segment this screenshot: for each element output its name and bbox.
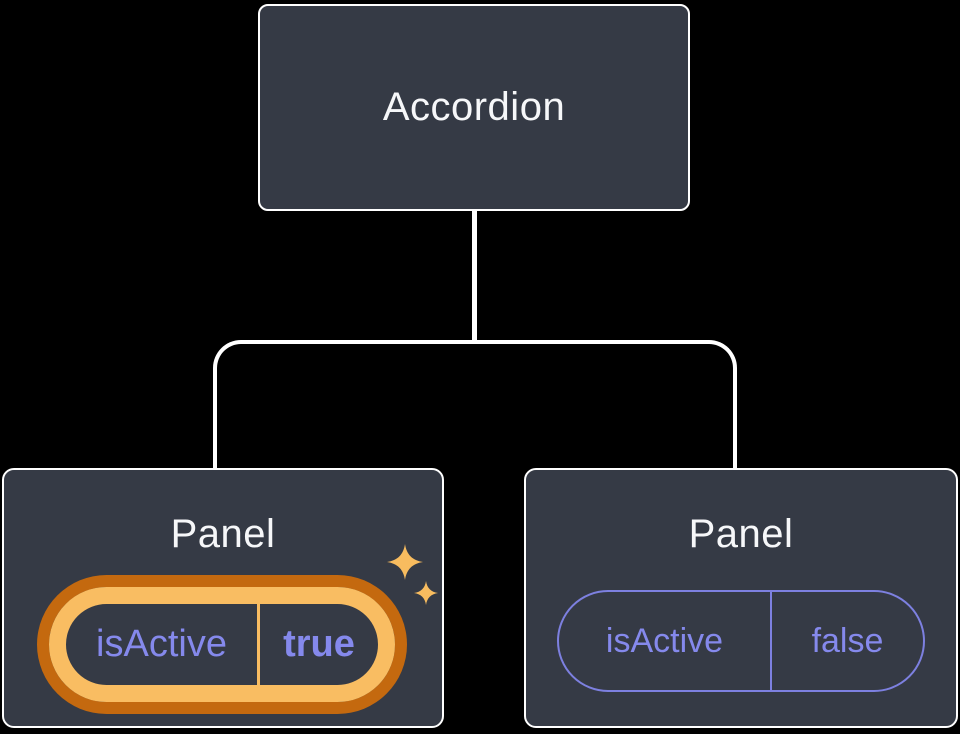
- accordion-node-label: Accordion: [382, 85, 566, 129]
- sparkle-icon: [387, 544, 439, 606]
- connector-stem: [472, 209, 477, 344]
- pill-divider: [770, 592, 772, 690]
- panel-node-label: Panel: [170, 512, 276, 556]
- state-name: isActive: [605, 621, 724, 660]
- state-value: true: [283, 623, 355, 665]
- panel-node-label: Panel: [688, 512, 794, 556]
- state-value: false: [811, 621, 884, 660]
- state-name: isActive: [96, 623, 227, 665]
- state-pill: isActive false: [557, 590, 925, 692]
- state-pill-highlighted: isActive true: [49, 587, 395, 702]
- connector-branch: [213, 340, 737, 470]
- panel-node-active: Panel isActive true: [2, 468, 444, 728]
- accordion-node: Accordion: [258, 4, 690, 211]
- pill-divider: [257, 604, 260, 685]
- panel-node-inactive: Panel isActive false: [524, 468, 958, 728]
